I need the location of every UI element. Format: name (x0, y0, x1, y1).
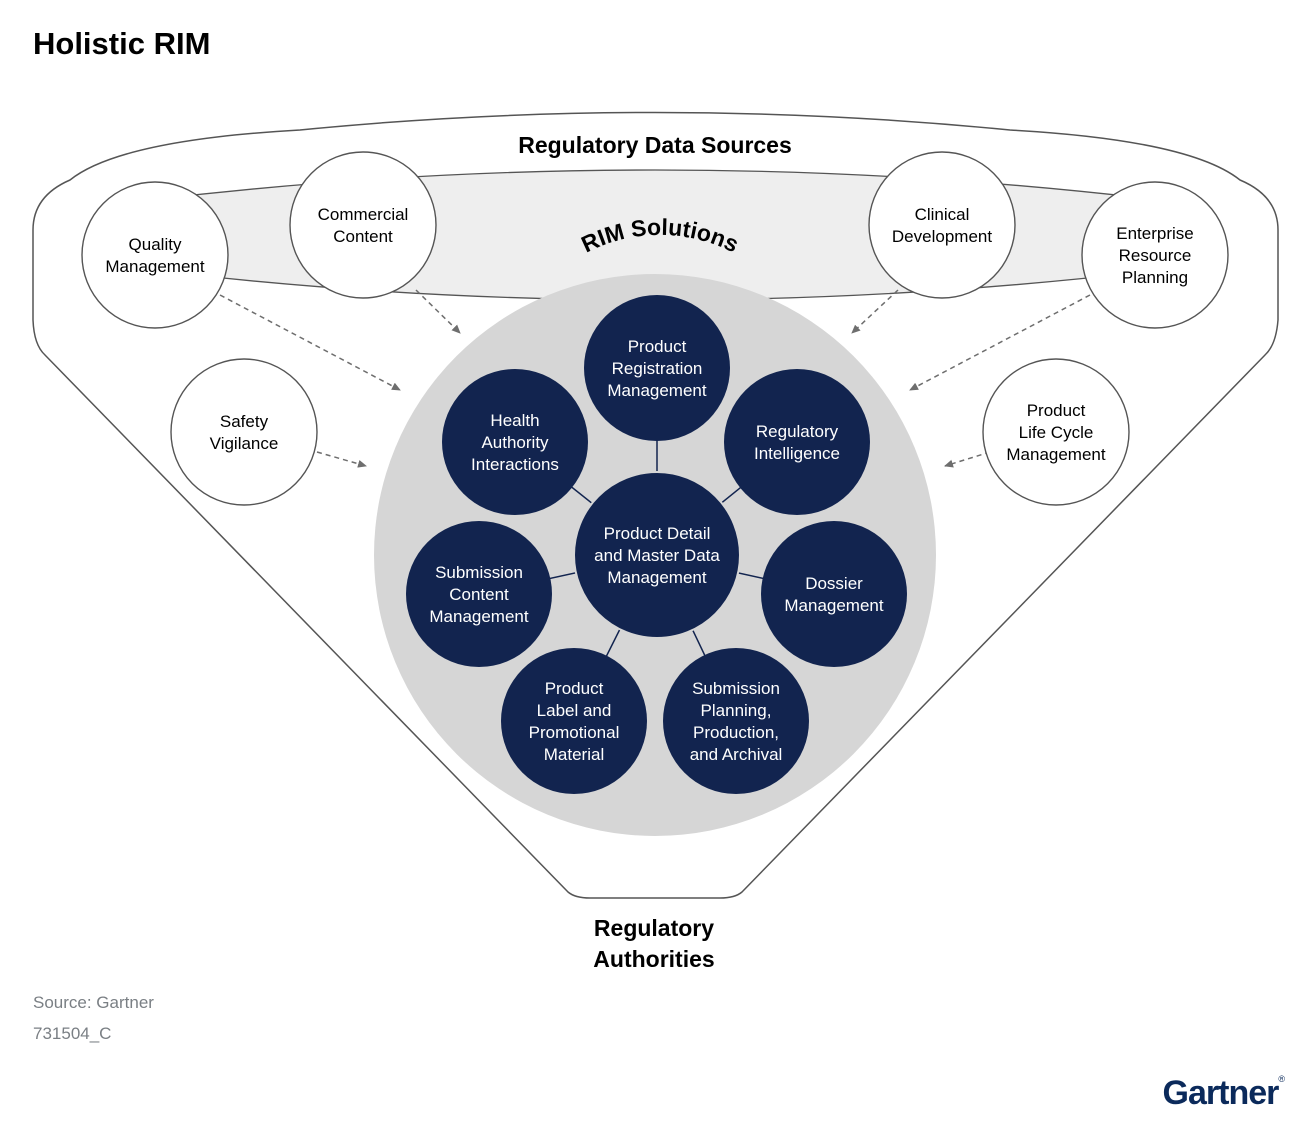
solution-circle (442, 369, 588, 515)
figure-id: 731504_C (33, 1024, 112, 1043)
gartner-wordmark: Gartner (1162, 1074, 1280, 1112)
source-note: Source: Gartner (33, 993, 154, 1012)
solution-circle (501, 648, 647, 794)
data-flow-arrow (851, 289, 899, 334)
hub-circle (573, 471, 741, 639)
data-source-circle (868, 151, 1016, 299)
solution-circle (663, 648, 809, 794)
data-source-circle (1081, 181, 1229, 329)
regulatory-data-sources-label: Regulatory Data Sources (518, 132, 792, 158)
data-flow-arrow (909, 294, 1091, 391)
solution-circle (724, 369, 870, 515)
data-source-circle (289, 151, 437, 299)
solution-circle (761, 521, 907, 667)
data-source-circle (982, 358, 1130, 506)
solution-circle (406, 521, 552, 667)
gartner-logo: Gartner® (1162, 1074, 1285, 1112)
data-flow-arrow (944, 451, 991, 468)
solution-circle (584, 295, 730, 441)
data-source-circle (81, 181, 229, 329)
diagram-title: Holistic RIM (33, 26, 211, 61)
data-source-circle (170, 358, 318, 506)
data-flow-arrow (415, 289, 461, 334)
data-flow-arrows (219, 289, 1091, 468)
data-flow-arrow (219, 294, 401, 391)
